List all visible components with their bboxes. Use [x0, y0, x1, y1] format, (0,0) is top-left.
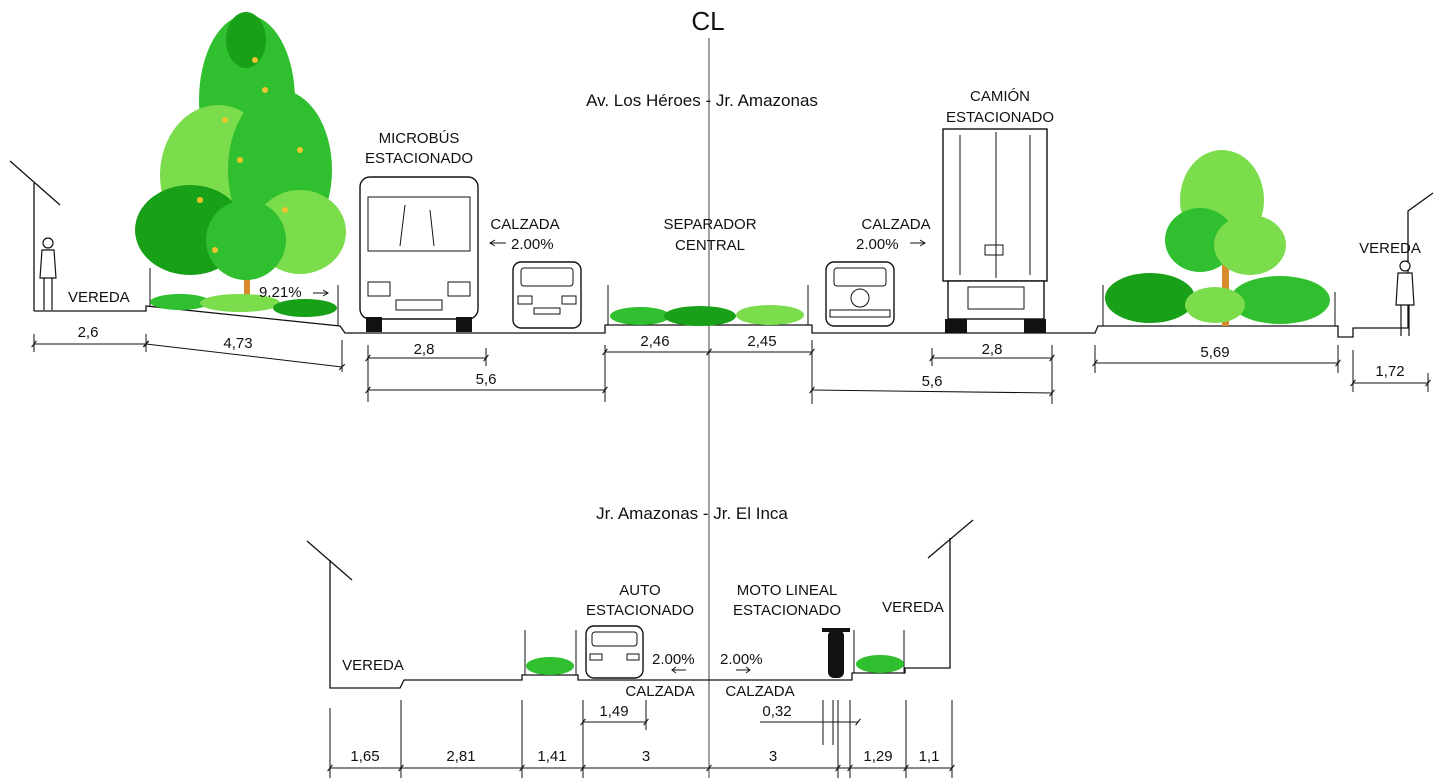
centerline-label: CL — [691, 6, 724, 36]
dim-bottom-strip-left: 2,81 — [446, 748, 475, 765]
vereda-left-label: VEREDA — [68, 289, 130, 306]
calzada-right-label: CALZADA — [861, 216, 930, 233]
small-tree-icon — [1105, 150, 1330, 326]
separador-label-line2: CENTRAL — [675, 237, 745, 254]
bottom-ground-line — [306, 519, 974, 689]
slope-left-arrow-icon — [489, 239, 506, 247]
dim-top-calzada-left: 5,6 — [476, 371, 497, 388]
top-dimension-lines — [31, 334, 1431, 404]
auto-label-line1: AUTO — [619, 582, 660, 599]
dim-top-truck: 2,8 — [982, 341, 1003, 358]
slope-right-label: 2.00% — [856, 236, 899, 253]
dim-bottom-calzada-right: 3 — [769, 748, 777, 765]
bottom-vereda-left-label: VEREDA — [342, 657, 404, 674]
camion-label-line2: ESTACIONADO — [946, 109, 1054, 126]
dim-bottom-planter-left: 1,41 — [537, 748, 566, 765]
bottom-calzada-right-label: CALZADA — [725, 683, 794, 700]
dim-top-median-right: 2,45 — [747, 333, 776, 350]
dim-top-calzada-right: 5,6 — [922, 373, 943, 390]
dim-top-bus: 2,8 — [414, 341, 435, 358]
dim-bottom-vereda-left: 1,65 — [350, 748, 379, 765]
verge-slope-arrow-icon — [313, 289, 329, 297]
dim-bottom-planter-right: 1,29 — [863, 748, 892, 765]
bottom-calzada-left-label: CALZADA — [625, 683, 694, 700]
slope-left-label: 2.00% — [511, 236, 554, 253]
dim-bottom-calzada-left: 3 — [642, 748, 650, 765]
bottom-slope-left-label: 2.00% — [652, 651, 695, 668]
bottom-planter-left-shrubs-icon — [526, 657, 574, 675]
dim-top-vereda-right: 1,72 — [1375, 363, 1404, 380]
bottom-slope-right-arrow-icon — [736, 666, 751, 674]
bottom-dimension-lines — [327, 700, 955, 778]
dim-bottom-vereda-right: 1,1 — [919, 748, 940, 765]
pedestrian-left-icon — [39, 237, 57, 310]
left-building — [9, 160, 61, 311]
large-tree-icon — [135, 12, 346, 310]
section-top-title: Av. Los Héroes - Jr. Amazonas — [586, 91, 818, 110]
parked-truck-icon — [942, 128, 1048, 333]
dim-top-median-left: 2,46 — [640, 333, 669, 350]
auto-label-line2: ESTACIONADO — [586, 602, 694, 619]
section-bottom-title: Jr. Amazonas - Jr. El Inca — [596, 504, 788, 523]
section-top: Av. Los Héroes - Jr. Amazonas — [9, 12, 1434, 404]
dim-top-vereda-left: 2,6 — [78, 324, 99, 341]
dim-top-verge-left: 4,73 — [223, 335, 252, 352]
bottom-vereda-right-label: VEREDA — [882, 599, 944, 616]
verge-slope-label: 9.21% — [259, 284, 302, 301]
calzada-left-label: CALZADA — [490, 216, 559, 233]
slope-right-arrow-icon — [910, 239, 926, 247]
dim-top-verge-right: 5,69 — [1200, 344, 1229, 361]
separador-label-line1: SEPARADOR — [663, 216, 756, 233]
parked-car-left-icon — [512, 261, 582, 329]
microbus-label-line2: ESTACIONADO — [365, 150, 473, 167]
parked-suv-right-icon — [825, 261, 895, 327]
microbus-icon — [359, 176, 479, 332]
median-shrubs-icon — [610, 305, 804, 326]
camion-label-line1: CAMIÓN — [970, 88, 1030, 105]
moto-label-line1: MOTO LINEAL — [737, 582, 838, 599]
parked-auto-icon — [585, 625, 644, 679]
moto-label-line2: ESTACIONADO — [733, 602, 841, 619]
bottom-planter-right-shrubs-icon — [856, 655, 904, 673]
bottom-slope-left-arrow-icon — [671, 666, 686, 674]
bottom-slope-right-label: 2.00% — [720, 651, 763, 668]
left-planter-shrubs-icon — [150, 294, 337, 317]
dim-bottom-auto: 1,49 — [599, 703, 628, 720]
parked-motorcycle-icon — [822, 628, 850, 678]
microbus-label-line1: MICROBÚS — [379, 130, 460, 147]
dim-bottom-moto: 0,32 — [762, 703, 791, 720]
vereda-right-label: VEREDA — [1359, 240, 1421, 257]
pedestrian-right-icon — [1395, 260, 1415, 336]
section-bottom: Jr. Amazonas - Jr. El Inca VEREDA AUTO E… — [306, 504, 974, 778]
